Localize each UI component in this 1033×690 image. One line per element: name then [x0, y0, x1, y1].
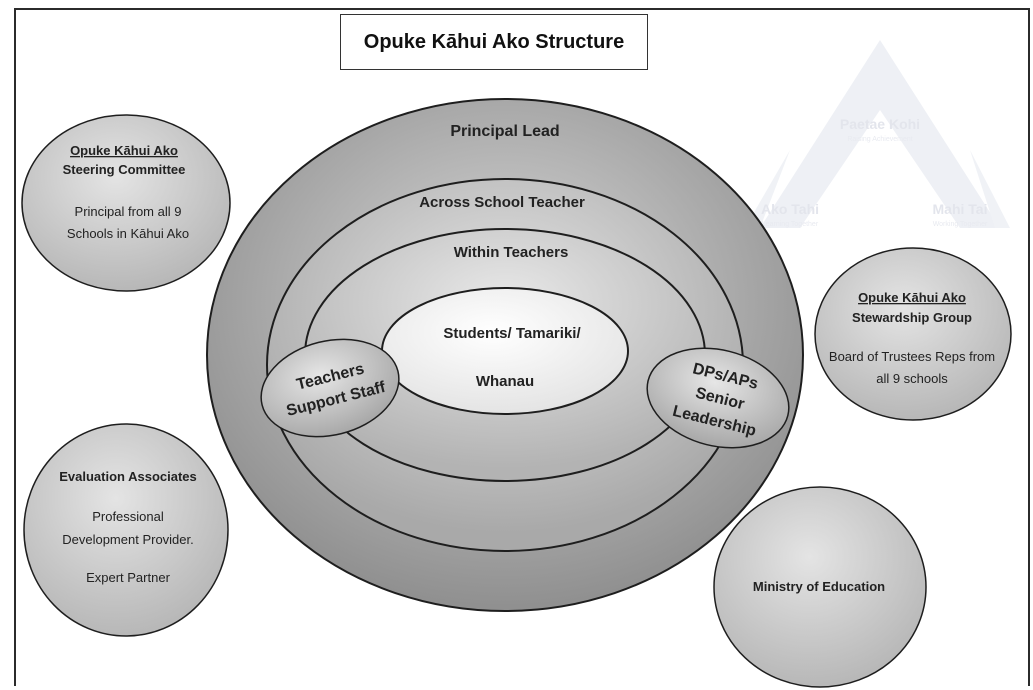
evaluation-body-line2: Development Provider.: [62, 532, 194, 547]
evaluation-body-line3: Expert Partner: [86, 570, 170, 585]
label-across-school-teacher: Across School Teacher: [419, 194, 585, 211]
steering-title-line1: Opuke Kāhui Ako: [70, 143, 178, 158]
stewardship-body-line1: Board of Trustees Reps from: [829, 349, 995, 364]
core-students: [381, 287, 629, 415]
label-within-teachers: Within Teachers: [454, 244, 569, 261]
stewardship-title-line1: Opuke Kāhui Ako: [858, 290, 966, 305]
logo-left-text: Ako Tahi: [761, 201, 819, 217]
ministry-title: Ministry of Education: [753, 579, 885, 594]
steering-body-line1: Principal from all 9: [75, 204, 182, 219]
bubble-teachers-support-staff: Teachers Support Staff: [260, 338, 400, 438]
evaluation-body-line1: Professional: [92, 509, 164, 524]
logo-top-subtext: Raising Achievement: [847, 136, 912, 143]
label-principal-lead: Principal Lead: [450, 123, 559, 140]
diagram-frame: [14, 8, 1030, 686]
diagram-title: Opuke Kāhui Ako Structure: [340, 14, 648, 70]
steering-committee-circle: Opuke Kāhui Ako Steering Committee Princ…: [21, 114, 231, 292]
steering-title-line2: Steering Committee: [63, 162, 186, 177]
stewardship-title-line2: Stewardship Group: [852, 310, 972, 325]
logo-left-subtext: Learning Together: [762, 221, 819, 228]
label-students-line2: Whanau: [476, 373, 534, 390]
ministry-of-education-circle: Ministry of Education: [713, 486, 927, 688]
stewardship-body-line2: all 9 schools: [876, 371, 948, 386]
logo-right-text: Mahi Tai: [933, 201, 988, 217]
logo-right-subtext: Working Together: [933, 221, 988, 228]
label-students-line1: Students/ Tamariki/: [443, 325, 581, 342]
evaluation-title: Evaluation Associates: [59, 469, 197, 484]
paetae-kohi-logo: Paetae Kohi Raising Achievement Ako Tahi…: [745, 40, 1010, 228]
evaluation-associates-circle: Evaluation Associates Professional Devel…: [23, 423, 229, 637]
bubble-dps-aps-senior-leadership: DPs/APs Senior Leadership: [646, 347, 790, 449]
stewardship-group-circle: Opuke Kāhui Ako Stewardship Group Board …: [814, 247, 1012, 421]
steering-body-line2: Schools in Kāhui Ako: [67, 226, 189, 241]
logo-top-text: Paetae Kohi: [840, 116, 920, 132]
